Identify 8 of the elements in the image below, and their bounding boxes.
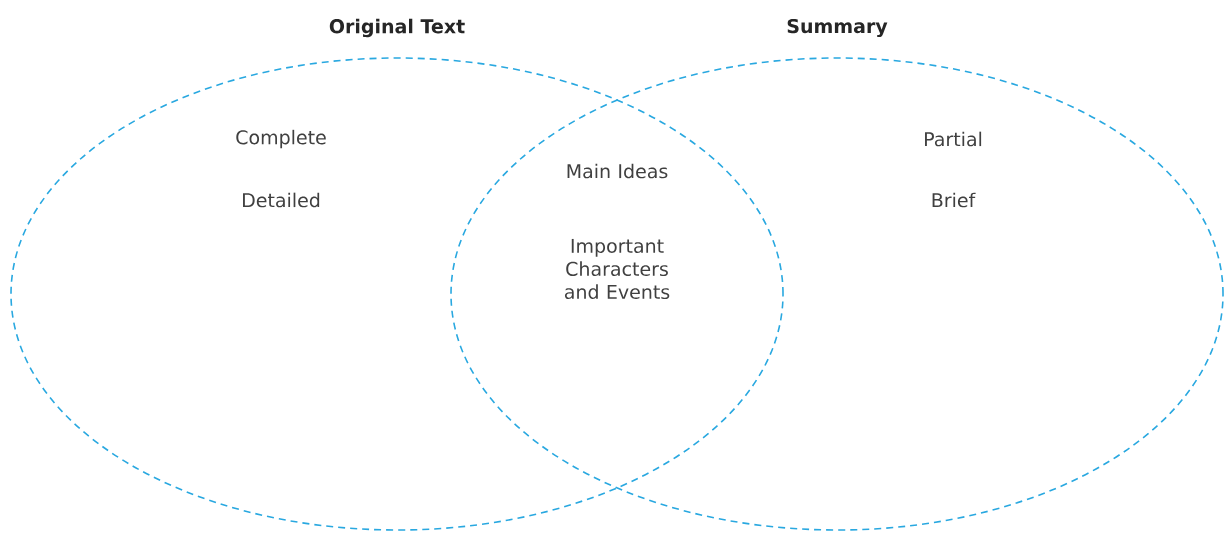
set-title: Summary <box>787 18 888 38</box>
set-item: Partial <box>925 131 982 147</box>
set-item: Detailed <box>243 192 320 208</box>
set-item: Complete <box>236 129 326 149</box>
overlap-item: Main Ideas <box>567 163 668 179</box>
overlap-item: Important Characters and Events <box>564 238 670 300</box>
set-title: Original Text <box>329 18 465 38</box>
set-item: Brief <box>932 192 976 208</box>
